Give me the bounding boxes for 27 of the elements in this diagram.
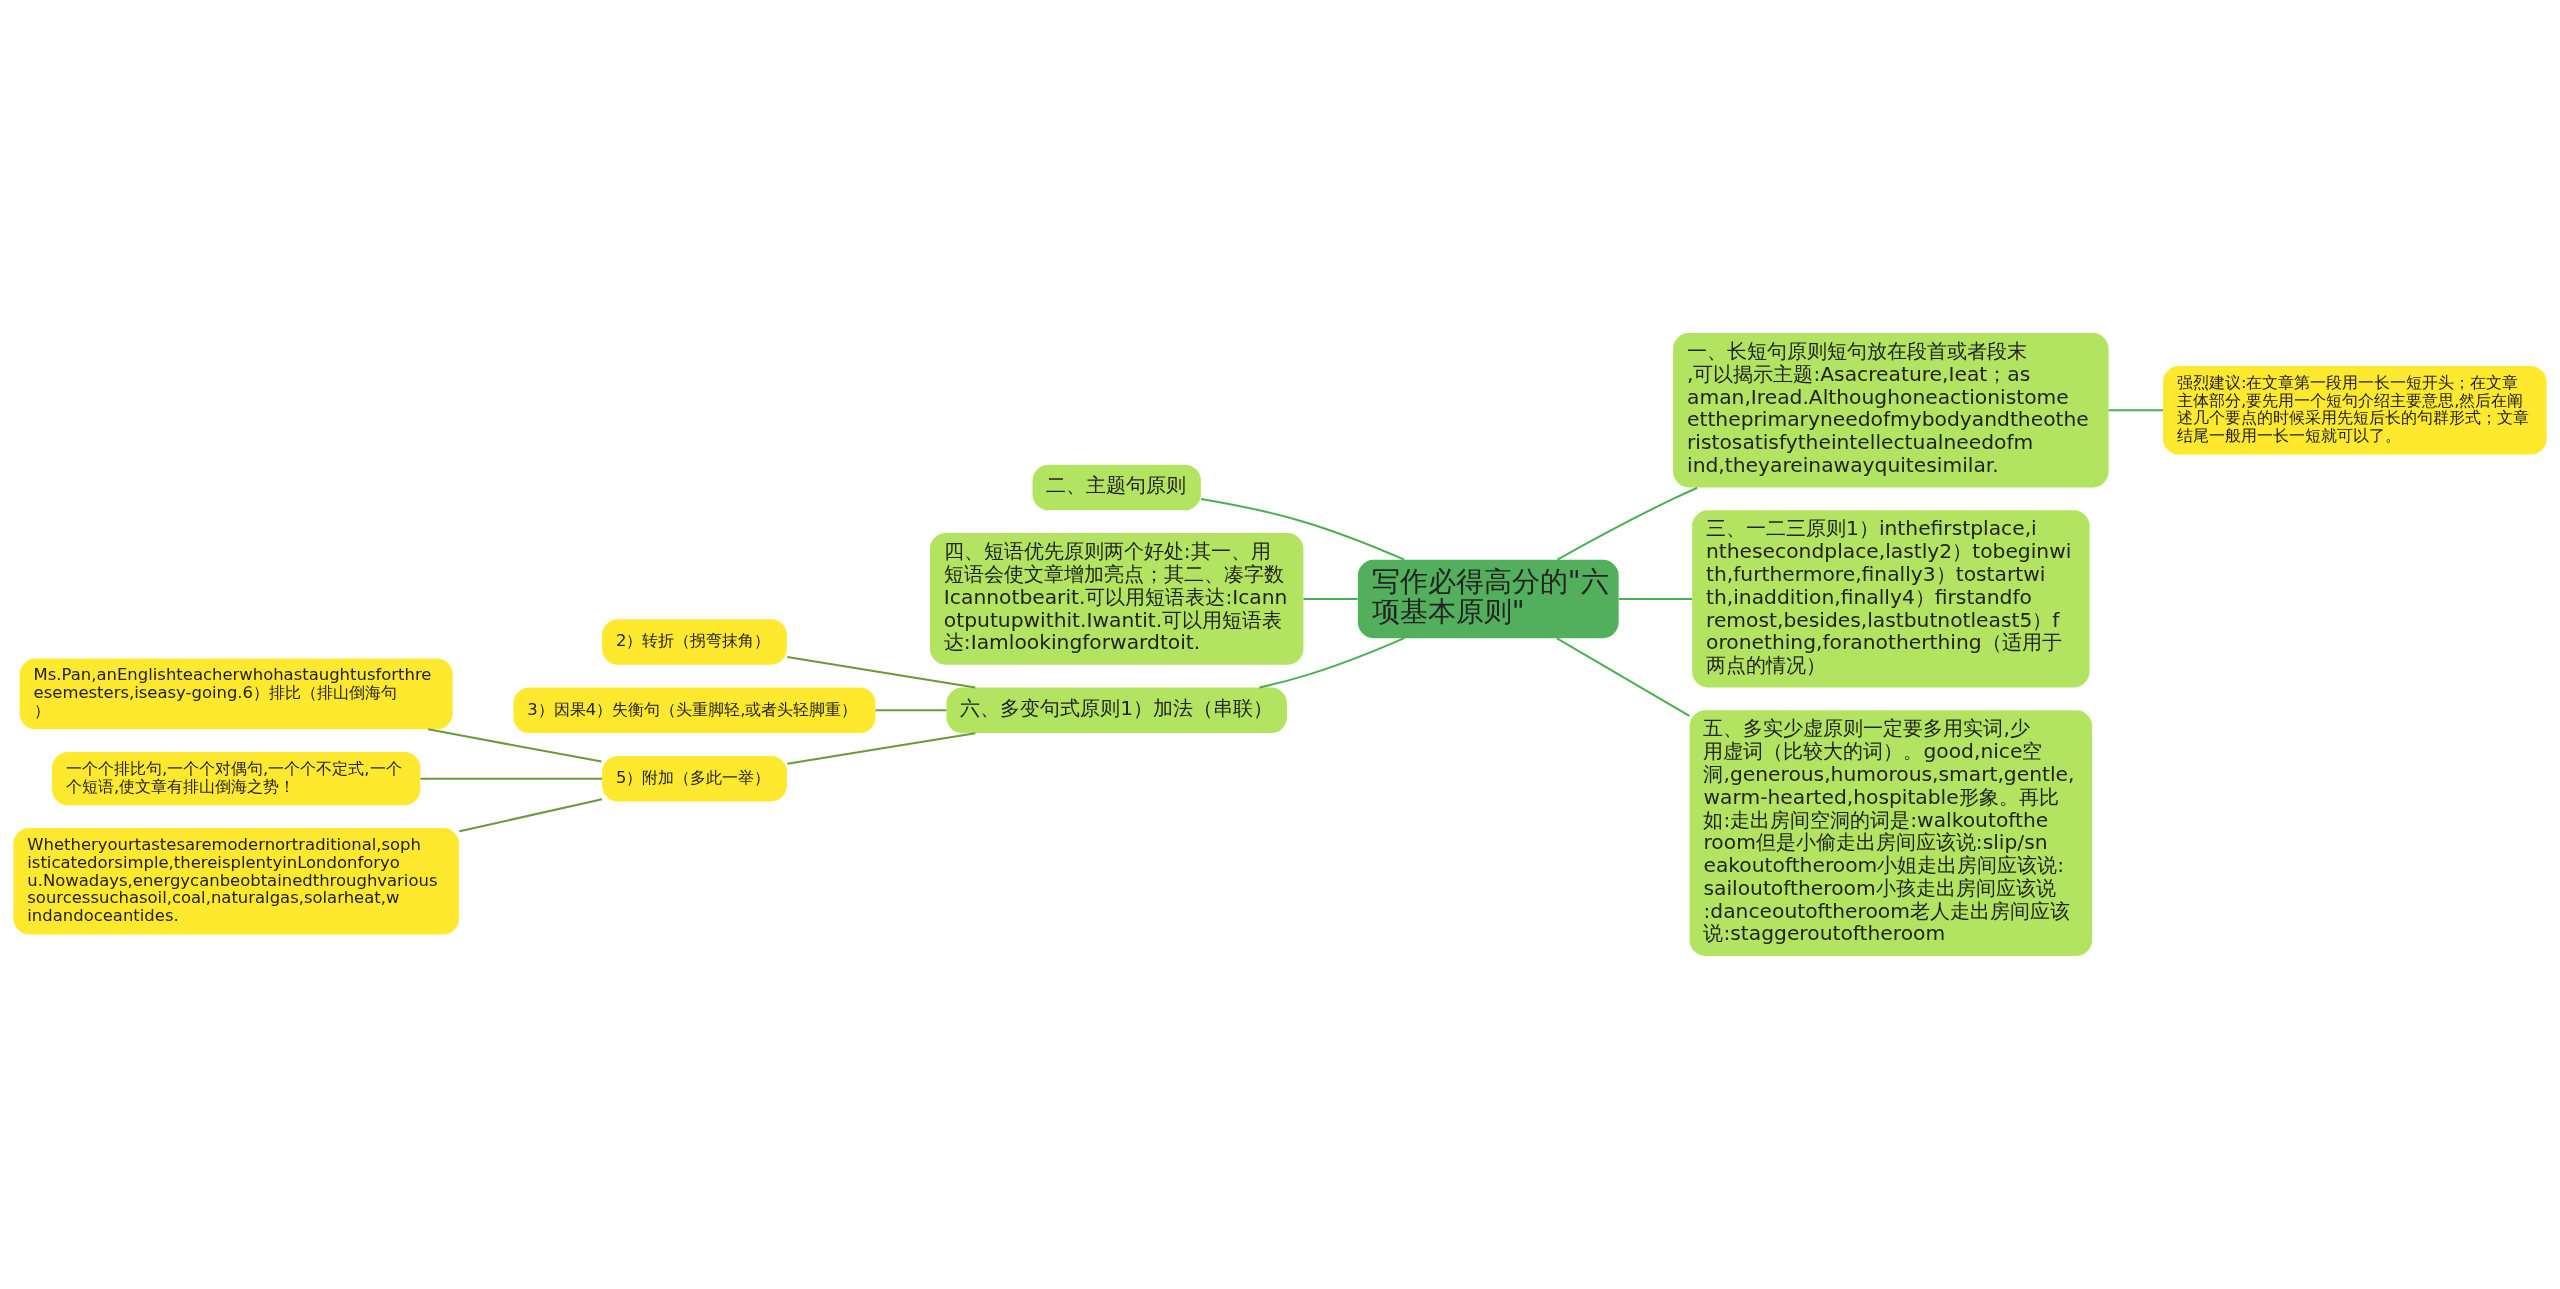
node-box: 5）附加（多此一举） bbox=[602, 755, 787, 802]
node-box: 一、长短句原则短句放在段首或者段末,可以揭示主题:Asacreature,Ieat；asaman,Iread.Althoughoneactionistomeettheprimaryneedofmybodyandtheotheristosatisfytheintellectualneedofmind,theyareinawayquitesimilar. bbox=[1673, 333, 2109, 488]
connector bbox=[1618, 597, 1692, 600]
node-box: 四、短语优先原则两个好处:其一、用短语会使文章增加亮点；其二、凑字数Icannotbearit.可以用短语表达:Icannotputupwithit.Iwantit.可以用短语表达:Iamlookingforwardtoit. bbox=[929, 533, 1304, 665]
node-box: 六、多变句式原则1）加法（串联） bbox=[946, 687, 1287, 734]
connector bbox=[427, 728, 602, 763]
node-box: 2）转折（拐弯抹角） bbox=[602, 619, 787, 665]
connector bbox=[420, 777, 602, 780]
node-box: Whetheryourtastesaremodernortraditional,sophisticatedorsimple,thereisplentyinLondonforyou.Nowadays,energycanbeobtainedthroughvarioussourcessuchasoil,coal,naturalgas,solarheat,windandoceantides. bbox=[13, 828, 459, 935]
connector bbox=[787, 732, 976, 765]
node-box: 三、一二三原则1）inthefirstplace,inthesecondplace,lastly2）tobeginwith,furthermore,finally3）tostartwith,inaddition,finally4）firstandforemost,besides,lastbutnotleast5）foronething,foranotherthing（适用于两点的情况） bbox=[1692, 510, 2090, 688]
connector bbox=[787, 655, 976, 689]
connector bbox=[459, 798, 603, 833]
node-box: 五、多实少虚原则一定要多用实词,少用虚词（比较大的词）。good,nice空洞,generous,humorous,smart,gentle,warm-hearted,hospitable形象。再比如:走出房间空洞的词是:walkoutoftheroom但是小偷走出房间应该说:slip/sneakoutoftheroom小姐走出房间应该说:sailoutoftheroom小孩走出房间应该说:danceoutoftheroom老人走出房间应该说:staggeroutoftheroom bbox=[1689, 710, 2093, 956]
node-box: 强烈建议:在文章第一段用一长一短开头；在文章主体部分,要先用一个短句介绍主要意思,然后在阐述几个要点的时候采用先短后长的句群形式；文章结尾一般用一长一短就可以了。 bbox=[2163, 366, 2547, 455]
connector bbox=[1556, 637, 1690, 717]
node-box: Ms.Pan,anEnglishteacherwhohastaughtusforthreesemesters,iseasy-going.6）排比（排山倒海句） bbox=[19, 658, 453, 730]
connector bbox=[875, 709, 947, 712]
connector bbox=[1200, 497, 1405, 561]
connector bbox=[1556, 486, 1698, 561]
connector bbox=[2108, 409, 2163, 412]
node-box: 一个个排比句,一个个对偶句,一个个不定式,一个个短语,使文章有排山倒海之势！ bbox=[52, 752, 421, 806]
node-box: 3）因果4）失衡句（头重脚轻,或者头轻脚重） bbox=[513, 687, 876, 734]
node-box: 二、主题句原则 bbox=[1032, 464, 1201, 511]
connector bbox=[1303, 597, 1358, 600]
node-box: 写作必得高分的"六项基本原则" bbox=[1357, 559, 1619, 639]
connector bbox=[1259, 637, 1405, 689]
